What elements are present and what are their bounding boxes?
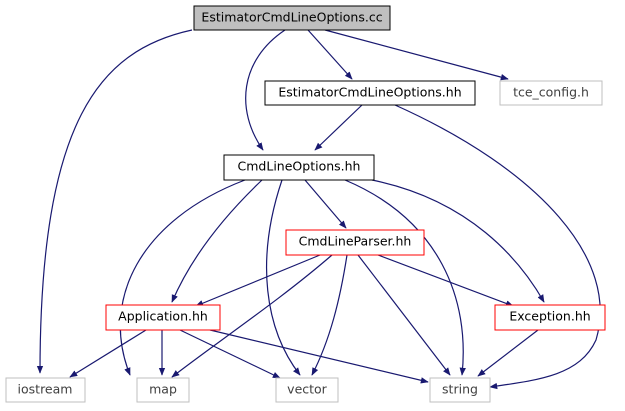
edge-cmdlineoptions-cmdlineparser [304, 179, 347, 229]
node-box [136, 377, 190, 403]
node-label: vector [287, 382, 328, 397]
node-box [285, 229, 425, 256]
node-box [5, 377, 86, 403]
node-box [275, 377, 339, 403]
node-cmdlineparser-hh[interactable]: CmdLineParser.hh [285, 229, 425, 256]
node-box [499, 80, 603, 106]
edge-root-est-hh [307, 29, 353, 80]
node-label: Exception.hh [509, 309, 590, 324]
node-iostream[interactable]: iostream [5, 377, 86, 403]
edges [36, 29, 601, 390]
node-label: iostream [18, 382, 73, 397]
edge-cmdlineoptions-string [344, 179, 466, 376]
edge-root-iostream [36, 29, 193, 374]
node-box [105, 304, 221, 331]
node-string[interactable]: string [429, 377, 491, 403]
node-vector[interactable]: vector [275, 377, 339, 403]
node-label: CmdLineOptions.hh [238, 159, 361, 174]
edge-exception-string [477, 329, 539, 377]
node-label: map [149, 382, 177, 397]
node-label: EstimatorCmdLineOptions.cc [201, 10, 382, 25]
edge-application-iostream [69, 329, 147, 378]
node-box [193, 5, 391, 31]
edge-cmdlineparser-exception [377, 254, 514, 307]
edge-cmdlineoptions-vector [265, 179, 301, 376]
edge-cmdlineoptions-map [119, 179, 246, 376]
edge-root-cmdlineoptions [245, 29, 286, 151]
node-exception-hh[interactable]: Exception.hh [494, 304, 606, 331]
edge-cmdlineparser-application [195, 254, 321, 307]
node-map[interactable]: map [136, 377, 190, 403]
node-label: tce_config.h [513, 85, 589, 100]
node-label: Application.hh [118, 309, 208, 324]
edge-root-tce-config [324, 29, 509, 81]
node-label: string [442, 382, 478, 397]
node-estimatorcmdlineoptions-hh[interactable]: EstimatorCmdLineOptions.hh [264, 80, 476, 106]
edge-cmdlineoptions-exception [371, 179, 545, 303]
node-box [264, 80, 476, 106]
edge-est-hh-cmdlineoptions [314, 104, 363, 151]
node-application-hh[interactable]: Application.hh [105, 304, 221, 331]
node-box [429, 377, 491, 403]
node-box [223, 154, 375, 181]
edge-cmdlineparser-string [357, 254, 451, 376]
node-label: CmdLineParser.hh [299, 234, 412, 249]
node-tce-config-h[interactable]: tce_config.h [499, 80, 603, 106]
node-estimatorcmdlineoptions-cc[interactable]: EstimatorCmdLineOptions.cc [193, 5, 391, 31]
node-label: EstimatorCmdLineOptions.hh [278, 85, 461, 100]
node-box [494, 304, 606, 331]
edge-cmdlineoptions-application [171, 179, 263, 303]
nodes: EstimatorCmdLineOptions.cc EstimatorCmdL… [5, 5, 606, 403]
edge-application-string [209, 329, 429, 384]
edge-cmdlineparser-vector [311, 254, 348, 376]
edge-application-vector [179, 329, 281, 379]
edge-cmdlineparser-map [171, 254, 333, 378]
edge-est-hh-string [394, 104, 601, 390]
node-cmdlineoptions-hh[interactable]: CmdLineOptions.hh [223, 154, 375, 181]
